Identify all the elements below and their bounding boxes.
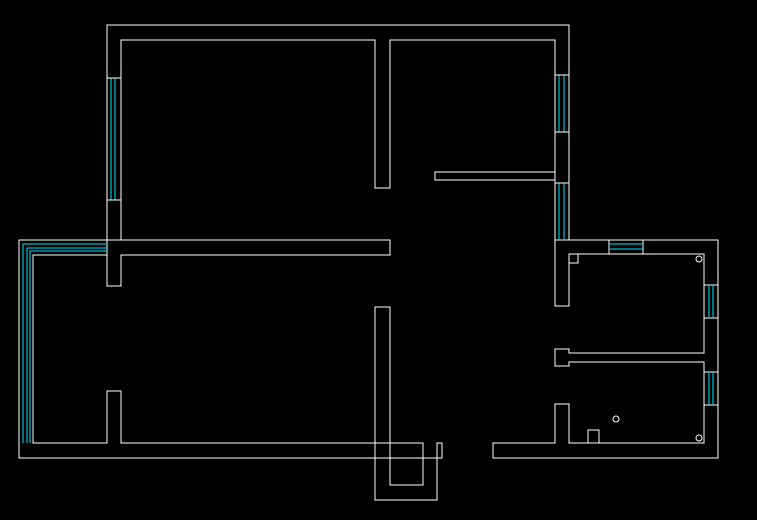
- circular-fixture-2: [695, 434, 703, 442]
- bottom-closet: [389, 442, 424, 486]
- window-right-upper: [554, 74, 570, 133]
- window-right-mid: [555, 182, 569, 240]
- window-left-upper: [106, 77, 122, 201]
- walls: [18, 24, 719, 501]
- window-right-block-side-1: [704, 284, 718, 319]
- windows: [22, 74, 718, 443]
- corner-fixture-top: [568, 253, 579, 264]
- lower-left-outer-wall: [18, 239, 443, 501]
- right-block-outer-wall: [492, 239, 719, 459]
- circular-fixture-3: [612, 415, 620, 423]
- window-right-block-side-2: [704, 371, 718, 406]
- window-left-bay: [22, 243, 107, 443]
- circular-fixture-1: [695, 255, 703, 263]
- window-right-block-top: [608, 240, 644, 254]
- upper-right-partition: [434, 171, 556, 181]
- mid-horizontal-wall: [106, 239, 391, 287]
- corner-fixture-bottom: [587, 429, 600, 444]
